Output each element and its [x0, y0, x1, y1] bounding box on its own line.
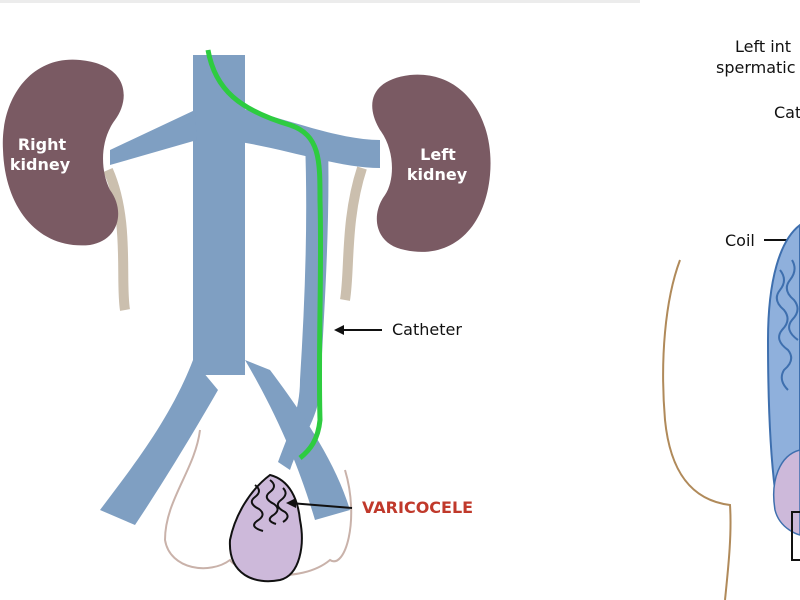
right-kidney-label-line1: Right [18, 135, 67, 154]
top-divider [0, 0, 640, 3]
left-ureter [340, 166, 367, 301]
catheter-line [205, 49, 324, 460]
vein-tree [100, 55, 380, 525]
left-kidney-label-line1: Left [420, 145, 456, 164]
varicocele-label: VARICOCELE [362, 498, 473, 517]
varicocele-pointer-arrowhead [286, 498, 296, 508]
right-label-line1: Left int [735, 37, 791, 56]
right-kidney-label-line2: kidney [10, 155, 71, 174]
right-label-line2: spermatic [716, 58, 796, 77]
left-kidney-label-line2: kidney [407, 165, 468, 184]
right-testicle [773, 449, 800, 536]
right-catheter-label: Cat [774, 103, 800, 122]
left-panel: Right kidney Left kidney Catheter VARICO… [2, 49, 491, 583]
scrotum-outline [163, 429, 353, 577]
varicocele-pointer [289, 502, 353, 509]
catheter-label: Catheter [392, 320, 462, 339]
bracket-lines [791, 511, 800, 561]
catheter-pointer-arrowhead [334, 325, 344, 335]
right-kidney [2, 59, 124, 246]
left-kidney [372, 74, 491, 252]
right-panel: Left int spermatic Cat Coil [662, 37, 800, 600]
right-ureter [103, 167, 130, 311]
varicocele-veins [250, 479, 289, 532]
pampiniform-vein-texture [775, 259, 799, 391]
coil-label: Coil [725, 231, 755, 250]
varicocele-mass [228, 473, 303, 583]
